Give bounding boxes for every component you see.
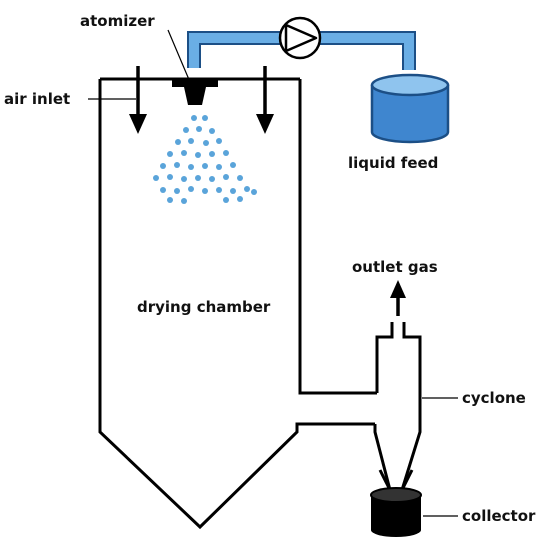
cyclone-label: cyclone bbox=[462, 389, 526, 407]
outlet-gas-arrow bbox=[390, 280, 406, 316]
collector-container bbox=[370, 487, 422, 537]
air-inlet-label: air inlet bbox=[4, 90, 70, 108]
liquid-feed-container bbox=[370, 73, 450, 144]
air-inlet-arrow-right bbox=[256, 66, 274, 134]
atomizer-nozzle bbox=[172, 80, 218, 105]
liquid-feed-label: liquid feed bbox=[348, 154, 438, 172]
spray-droplets bbox=[153, 115, 257, 204]
cyclone-outline bbox=[373, 322, 422, 491]
atomizer-leader bbox=[167, 29, 191, 83]
drying-chamber-label: drying chamber bbox=[137, 298, 271, 316]
pump-icon bbox=[278, 16, 322, 60]
leader-lines bbox=[88, 29, 458, 517]
atomizer-label: atomizer bbox=[80, 12, 155, 30]
outlet-gas-label: outlet gas bbox=[352, 258, 438, 276]
collector-label: collector bbox=[462, 507, 536, 525]
air-inlet-arrow-left bbox=[129, 66, 147, 134]
